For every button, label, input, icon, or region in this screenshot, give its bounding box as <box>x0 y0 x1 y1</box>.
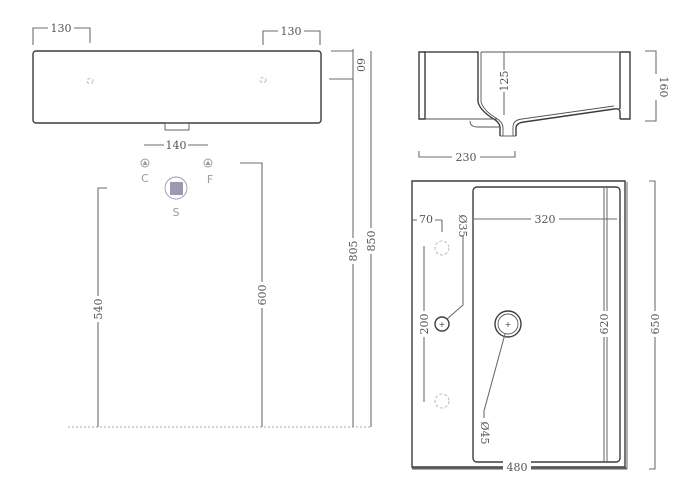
front-view: 130 130 60 140 C F <box>32 22 378 428</box>
cold-label: C <box>141 172 149 185</box>
dim-top-height: 850 <box>364 51 378 427</box>
side-profile-outline <box>424 51 631 136</box>
dim-drain-diameter: Ø45 <box>478 333 506 445</box>
triangle-icon <box>205 160 211 165</box>
top-view-outer-outline <box>411 180 626 468</box>
dim-bowl-depth: 125 <box>497 52 511 115</box>
dim-left-tap-offset: 130 <box>32 22 91 45</box>
dim-label: 620 <box>598 314 611 335</box>
dim-label: 600 <box>256 285 269 306</box>
dim-trap-spacing: 140 <box>144 139 208 152</box>
svg-text:+: + <box>439 320 446 329</box>
dim-label: 60 <box>354 58 367 72</box>
dim-label: 230 <box>456 151 477 164</box>
tap-hole-optional-bottom-icon <box>434 393 450 409</box>
tap-hole-left-icon <box>86 78 94 84</box>
waste-square-icon <box>170 182 183 195</box>
dim-label: Ø45 <box>478 421 491 444</box>
dim-label: 140 <box>166 139 187 152</box>
dim-label: 850 <box>365 231 378 252</box>
waste-label: S <box>173 206 180 219</box>
hot-water-inlet: F <box>203 158 213 186</box>
tap-hole-optional-top-icon <box>434 240 450 256</box>
tap-hole-right-icon <box>259 77 267 83</box>
dim-height: 160 <box>645 50 670 122</box>
dim-top-thickness: 60 <box>329 49 367 81</box>
triangle-icon <box>142 160 148 165</box>
dim-label: 160 <box>657 77 670 98</box>
dim-tap-hole-diameter: Ø35 <box>446 214 469 320</box>
dim-label: 480 <box>507 461 528 474</box>
hot-label: F <box>207 173 213 186</box>
drain-outer-icon <box>494 310 522 338</box>
dim-label: Ø35 <box>456 214 469 237</box>
dim-label: 805 <box>347 241 360 262</box>
dim-label: 125 <box>498 71 511 92</box>
dim-bowl-width: 320 <box>473 213 617 226</box>
dim-label: 130 <box>281 25 302 38</box>
dim-tap-spacing: 200 <box>417 246 431 402</box>
waste-outlet: S <box>164 176 188 219</box>
dim-bottom-height: 805 <box>346 79 360 427</box>
basin-front-outline <box>32 50 322 124</box>
dim-label: 650 <box>649 314 662 335</box>
dim-drain-offset: 230 <box>418 151 516 164</box>
dim-label: 320 <box>535 213 556 226</box>
dim-label: 130 <box>51 22 72 35</box>
dim-label: 200 <box>418 314 431 335</box>
drain-inner-icon <box>497 313 519 335</box>
dim-right-tap-offset: 130 <box>262 25 321 45</box>
dim-tap-edge-offset: 70 <box>411 213 443 232</box>
dim-supply-height: 600 <box>240 162 269 427</box>
dim-label: 70 <box>419 213 433 226</box>
tap-hole-center-icon <box>434 316 450 332</box>
top-view: + + 70 Ø35 320 200 <box>411 180 662 474</box>
dim-waste-height: 540 <box>91 187 107 427</box>
dim-label: 540 <box>92 299 105 320</box>
svg-text:+: + <box>505 320 512 329</box>
bowl-outline <box>472 186 621 463</box>
dim-total-length: 650 <box>648 180 662 470</box>
dim-bowl-length: 620 <box>597 187 611 462</box>
drain-stub <box>164 122 190 131</box>
side-view: 125 160 230 <box>418 50 670 164</box>
cold-water-inlet: C <box>140 158 150 185</box>
dim-total-width: 480 <box>412 461 627 474</box>
